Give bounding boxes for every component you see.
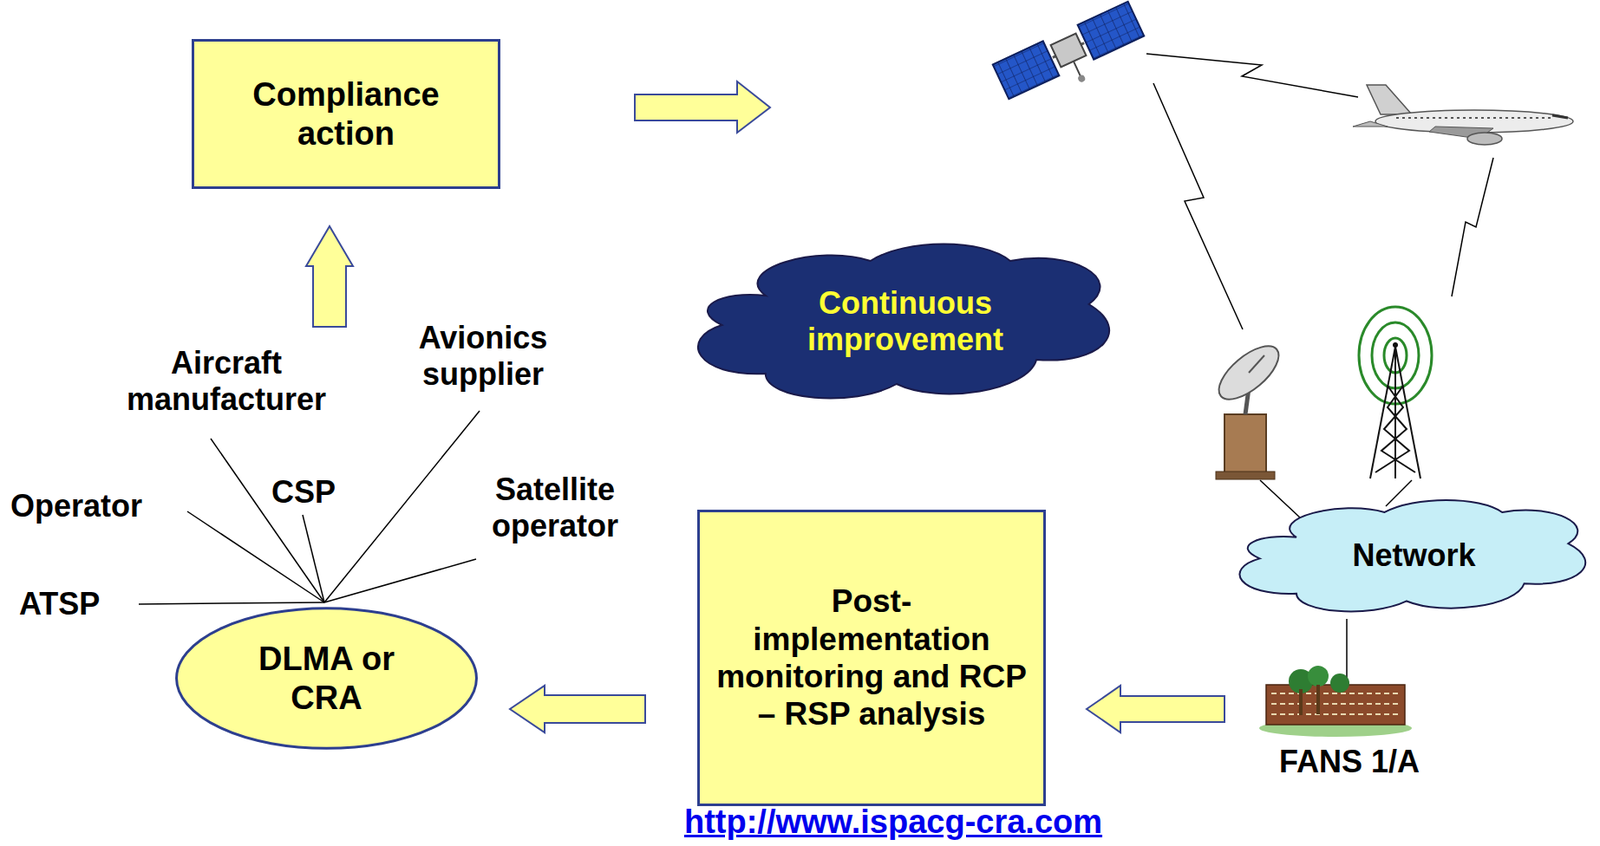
text-wrap: DLMA or CRA [235,640,418,718]
leader-lines [138,411,480,605]
stakeholder-label: Operator [10,488,193,525]
text-wrap: Network [1306,537,1523,575]
node-text: Compliance action [217,75,475,153]
building [1259,666,1412,738]
stakeholder-label: CSP [268,474,339,511]
text-wrap: Continuous improvement [775,285,1036,359]
node-text: DLMA or CRA [235,640,418,718]
text-wrap: Compliance action [217,75,475,153]
node-text: Continuous improvement [775,285,1036,359]
block-arrow [306,226,353,327]
block-arrow [509,685,646,733]
stakeholder-label: ATSP [19,586,141,623]
web-link: http://www.ispacg-cra.com [607,804,1180,842]
stakeholder-label: Aircraft manufacturer [117,345,335,418]
process-box: Compliance action [191,39,501,190]
agency-ellipse: DLMA or CRA [173,607,480,751]
node-text: Post- implementation monitoring and RCP … [714,582,1029,733]
block-arrow [1086,685,1225,733]
system-label: FANS 1/A [1271,744,1428,781]
satellite [992,1,1151,114]
block-arrow [634,81,771,133]
cloud-shape: Continuous improvement [673,229,1137,414]
radio-links [1146,53,1494,330]
ellipse-outline [173,607,480,751]
text-wrap: Post- implementation monitoring and RCP … [714,582,1029,733]
node-text: Network [1306,537,1523,575]
stakeholder-label: Satellite operator [463,471,647,545]
radio-tower [1358,306,1432,479]
network-cloud: Network [1219,489,1600,623]
airplane [1352,84,1574,145]
satellite-dish [1210,336,1288,480]
stakeholder-label: Avionics supplier [391,320,575,393]
process-box: Post- implementation monitoring and RCP … [697,509,1046,807]
